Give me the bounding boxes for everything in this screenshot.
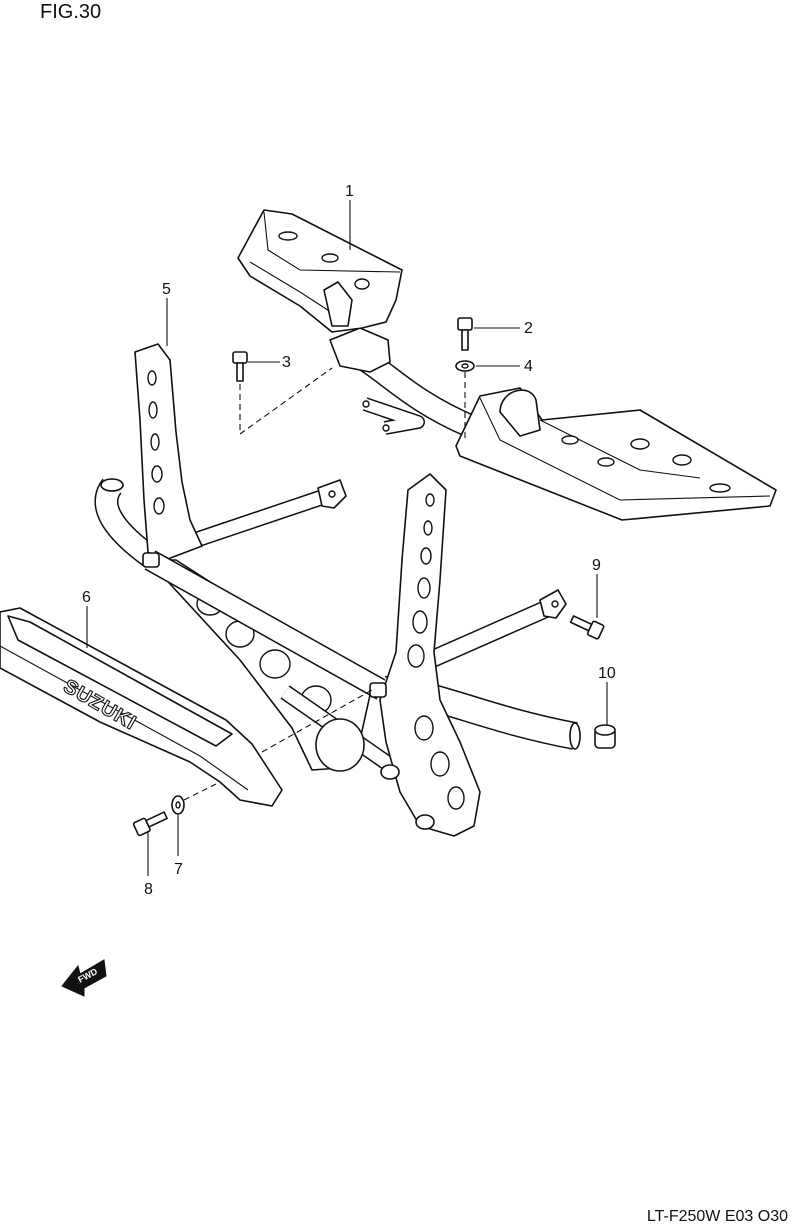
bolt-shank xyxy=(461,329,469,351)
footrest-right-loop xyxy=(499,389,541,437)
frame-lower-bracket xyxy=(315,718,365,772)
assembly-line xyxy=(183,783,217,801)
plate-hole xyxy=(630,438,650,450)
upright-hole xyxy=(417,577,431,599)
washer-hole xyxy=(461,363,469,369)
bolt-head xyxy=(232,351,248,364)
washer-hole xyxy=(175,801,181,809)
guard-top-face xyxy=(7,615,233,747)
upright-hole xyxy=(420,547,432,565)
upright-hole xyxy=(423,520,433,536)
bolt-shank xyxy=(569,615,593,632)
assembly-line xyxy=(261,689,373,753)
plate-hole xyxy=(278,231,298,241)
plate-hole xyxy=(597,457,615,467)
frame-joint-left xyxy=(142,552,160,568)
part-number-2: 2 xyxy=(524,320,533,337)
assembly-line xyxy=(239,367,333,436)
footer-code: LT-F250W E03 O30 xyxy=(647,1208,788,1224)
part-number-3: 3 xyxy=(282,354,291,371)
footrest-left-plate xyxy=(237,209,403,333)
guard: SUZUKI xyxy=(0,607,283,807)
bolt-hole xyxy=(362,400,370,408)
plate-hole xyxy=(709,483,731,493)
part-number-4: 4 xyxy=(524,358,533,375)
fwd-arrow-shape xyxy=(61,959,107,997)
cap-top xyxy=(594,724,616,736)
frame-joint-right xyxy=(369,682,387,698)
frame-assembly xyxy=(94,343,581,837)
pipe-end xyxy=(569,722,581,750)
callouts: 1 2 3 4 5 6 7 8 9 10 xyxy=(82,183,616,898)
upright-hole xyxy=(430,751,450,777)
bolt-2 xyxy=(457,317,473,351)
bolt-shank xyxy=(236,362,244,382)
part-number-5: 5 xyxy=(162,281,171,298)
upright-hole xyxy=(407,644,425,668)
plate-hole xyxy=(561,435,579,445)
bolt-hole xyxy=(382,424,390,432)
upright-hole xyxy=(150,433,160,451)
footrest-stay xyxy=(362,397,425,435)
upright-hole xyxy=(447,786,465,810)
cap-10 xyxy=(594,724,616,749)
footrest-assembly xyxy=(237,209,777,521)
frame-left-upright xyxy=(134,343,203,563)
upright-hole xyxy=(412,610,428,634)
upright-hole xyxy=(147,370,157,386)
part-number-7: 7 xyxy=(174,861,183,878)
part-number-10: 10 xyxy=(598,665,616,682)
fwd-arrow-icon: FWD xyxy=(61,959,107,997)
plate-hole xyxy=(321,253,339,263)
pipe-end xyxy=(100,478,124,492)
part-number-6: 6 xyxy=(82,589,91,606)
plate-hole xyxy=(354,278,370,290)
figure-label: FIG.30 xyxy=(40,1,101,23)
upright-hole xyxy=(425,493,435,507)
bolt-head xyxy=(457,317,473,331)
bolt-shank xyxy=(145,811,168,828)
frame-foot xyxy=(415,814,435,830)
plate-hole xyxy=(672,454,692,466)
bolt-hole xyxy=(551,600,559,608)
footrest-clamp xyxy=(329,327,391,373)
frame-left-bent-pipe xyxy=(94,478,160,568)
footrest-left-loop xyxy=(323,281,353,327)
plate-ridge xyxy=(263,211,401,273)
bolt-8 xyxy=(132,811,168,837)
upright-hole xyxy=(148,401,158,419)
bolt-9 xyxy=(569,615,605,640)
plate-ridge xyxy=(479,397,771,501)
part-number-1: 1 xyxy=(345,183,354,200)
guard-edge xyxy=(0,645,249,791)
frame-main-crossbar xyxy=(144,550,388,700)
upright-hole xyxy=(414,715,434,741)
upright-hole xyxy=(151,465,163,483)
part-number-8: 8 xyxy=(144,881,153,898)
bolt-hole xyxy=(328,490,336,498)
plate-ridge xyxy=(249,261,341,319)
upright-hole xyxy=(153,497,165,515)
frame-right-arm xyxy=(426,596,559,669)
bolt-head xyxy=(586,620,605,640)
bolt-3 xyxy=(232,351,248,382)
frame-foot xyxy=(380,764,400,780)
part-number-9: 9 xyxy=(592,557,601,574)
frame-plate-hole xyxy=(259,649,291,679)
